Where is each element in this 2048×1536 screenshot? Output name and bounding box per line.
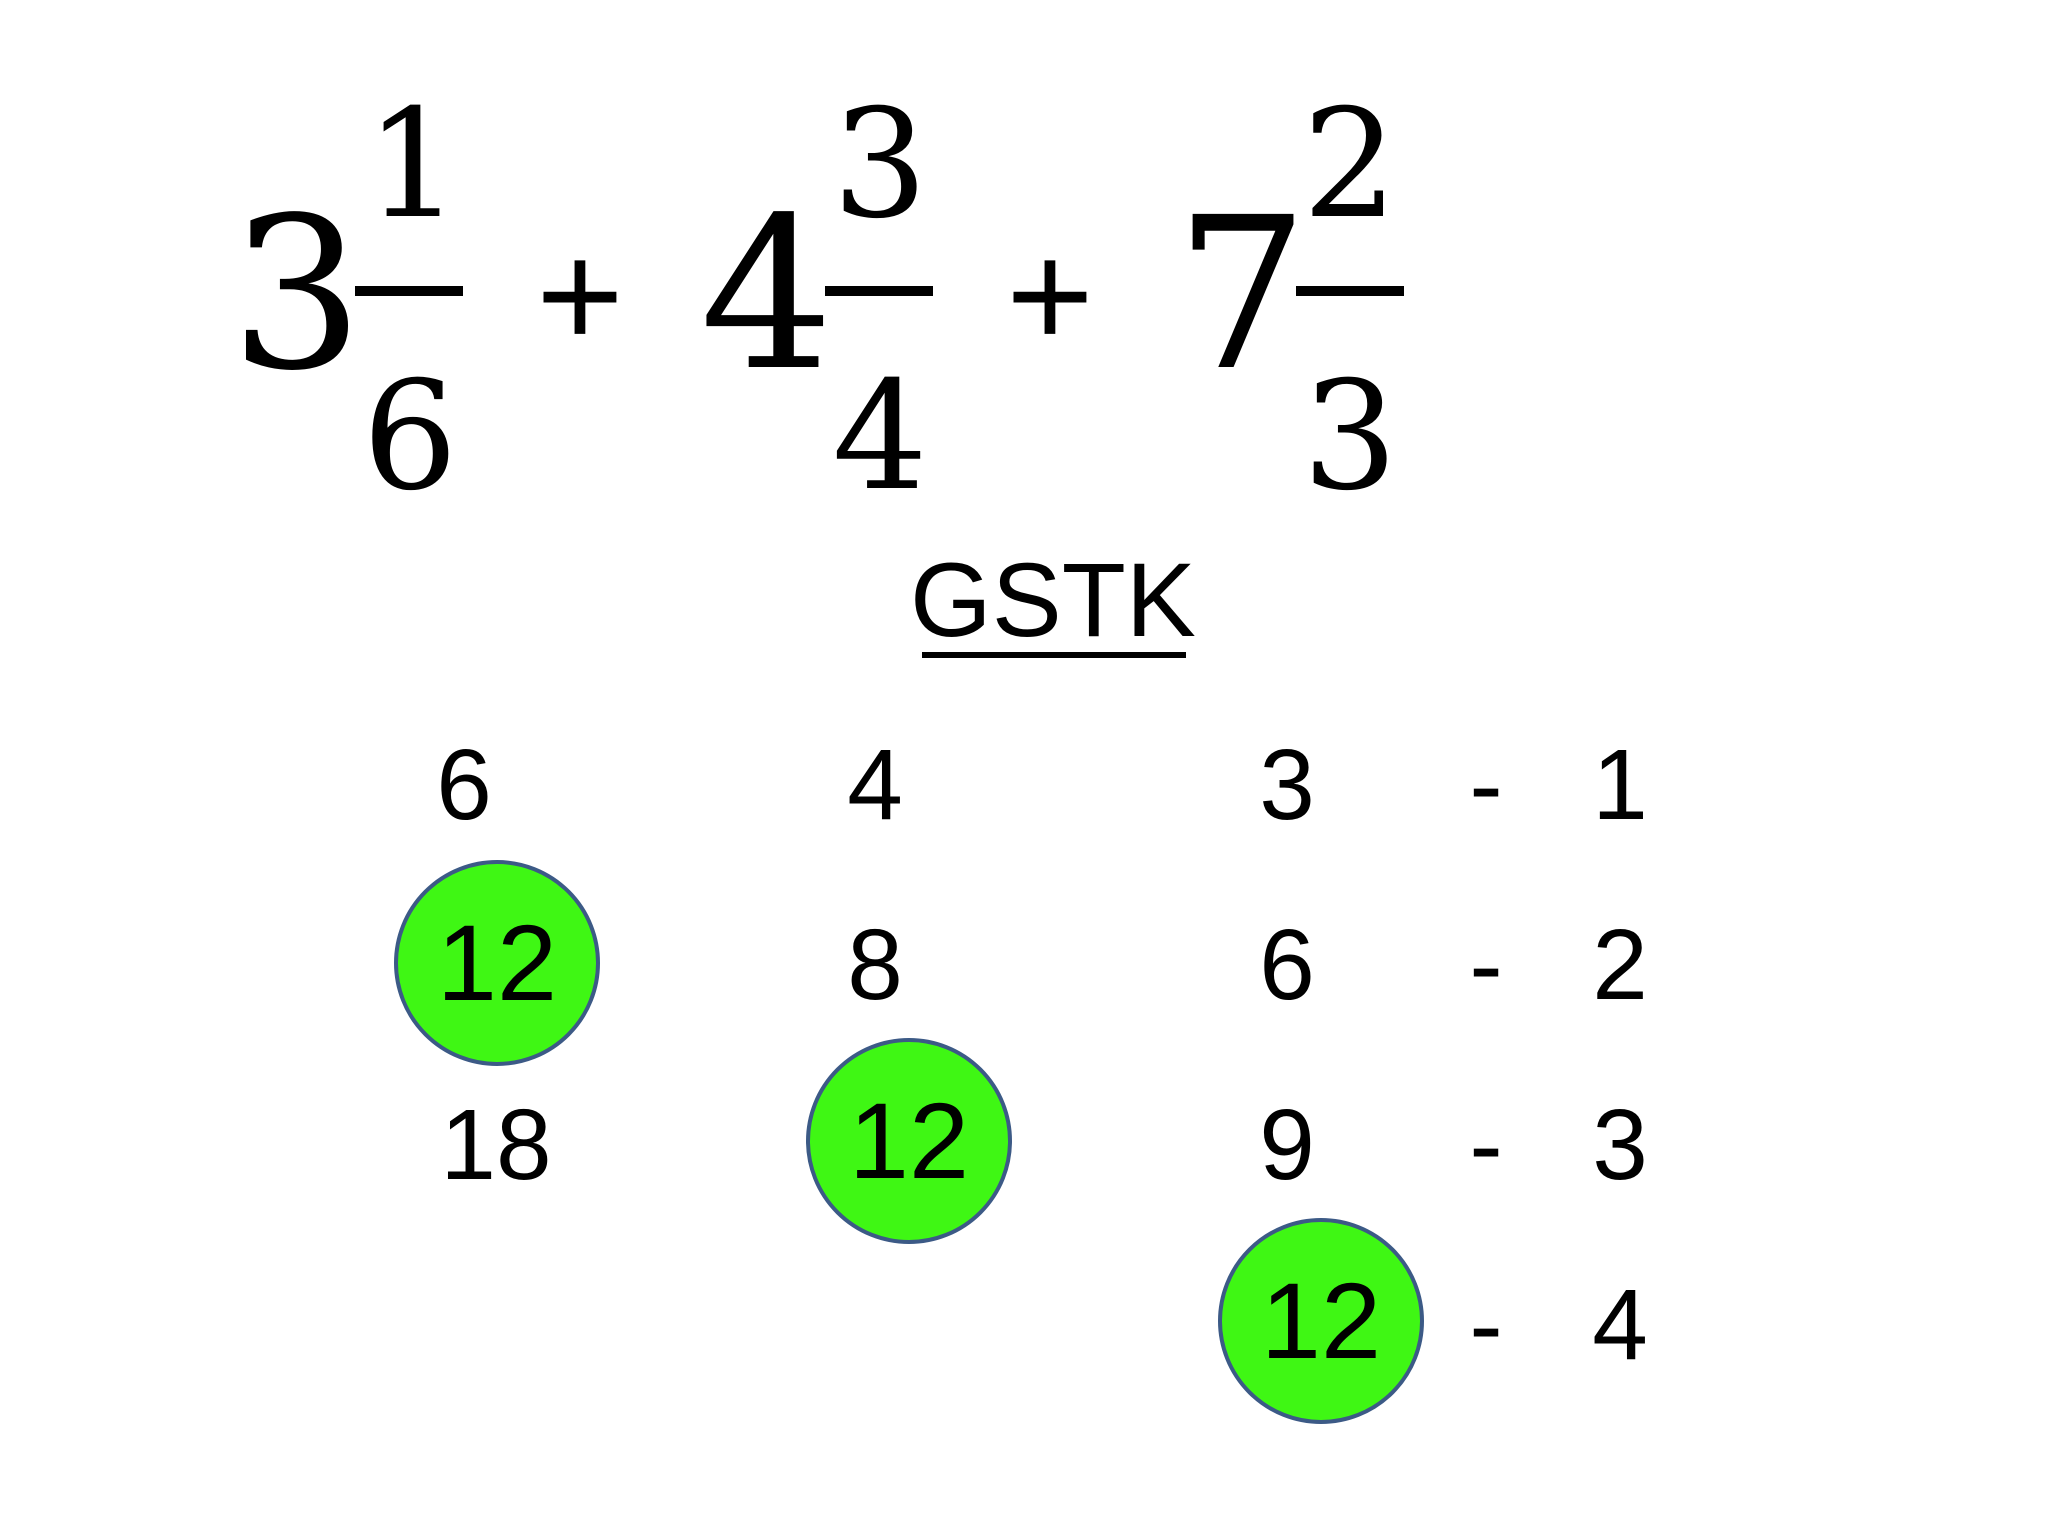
dash-separator: -: [1469, 1089, 1503, 1201]
term-3-denominator: 3: [1302, 350, 1398, 524]
multiple-value: 18: [440, 1089, 552, 1201]
term-2-denominator: 4: [832, 350, 928, 524]
term-1-whole: 3: [230, 172, 364, 417]
dash-separator: -: [1469, 909, 1503, 1021]
highlighted-common-multiple: 12: [806, 1038, 1012, 1244]
multiplier-value: 3: [1592, 1089, 1648, 1201]
term-3-numerator: 2: [1302, 78, 1398, 252]
plus-operator-1: +: [536, 211, 624, 379]
term-2-whole: 4: [700, 172, 834, 417]
term-1-fraction-bar: [355, 286, 463, 296]
multiplier-value: 1: [1592, 729, 1648, 841]
highlighted-common-multiple: 12: [394, 860, 600, 1066]
term-2-fraction-bar: [825, 286, 933, 296]
multiple-value: 8: [847, 909, 903, 1021]
plus-operator-2: +: [1006, 211, 1094, 379]
term-2-numerator: 3: [832, 78, 928, 252]
multiplier-value: 2: [1592, 909, 1648, 1021]
multiple-value: 3: [1259, 729, 1315, 841]
term-3-fraction-bar: [1296, 286, 1404, 296]
heading-underline: [922, 652, 1186, 658]
multiple-value: 6: [1259, 909, 1315, 1021]
multiple-value: 9: [1259, 1089, 1315, 1201]
heading-gstk: GSTK: [910, 542, 1196, 659]
highlighted-common-multiple: 12: [1218, 1218, 1424, 1424]
multiplier-value: 4: [1592, 1269, 1648, 1381]
dash-separator: -: [1469, 729, 1503, 841]
term-3-whole: 7: [1175, 172, 1309, 417]
term-1-denominator: 6: [362, 350, 458, 524]
dash-separator: -: [1469, 1269, 1503, 1381]
multiple-value: 6: [436, 729, 492, 841]
multiple-value: 4: [847, 729, 903, 841]
term-1-numerator: 1: [365, 78, 461, 252]
